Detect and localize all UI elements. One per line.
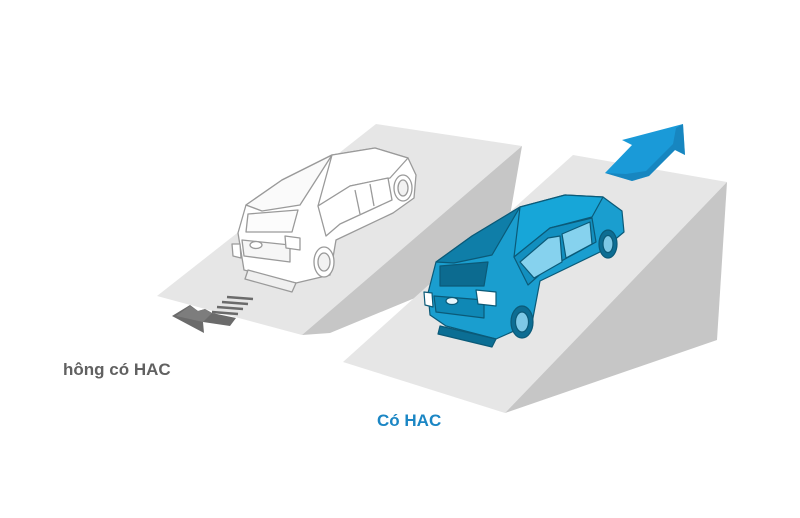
ramp-with-hac-side — [505, 182, 727, 413]
car-without-hac — [231, 147, 417, 293]
label-with-hac: Có HAC — [377, 411, 442, 430]
car-with-hac — [423, 194, 625, 348]
arrow-up-right-icon — [605, 124, 685, 181]
ramp-without-hac-side — [302, 146, 522, 335]
label-without-hac: hông có HAC — [63, 360, 171, 379]
arrow-down-left-icon — [172, 295, 254, 333]
